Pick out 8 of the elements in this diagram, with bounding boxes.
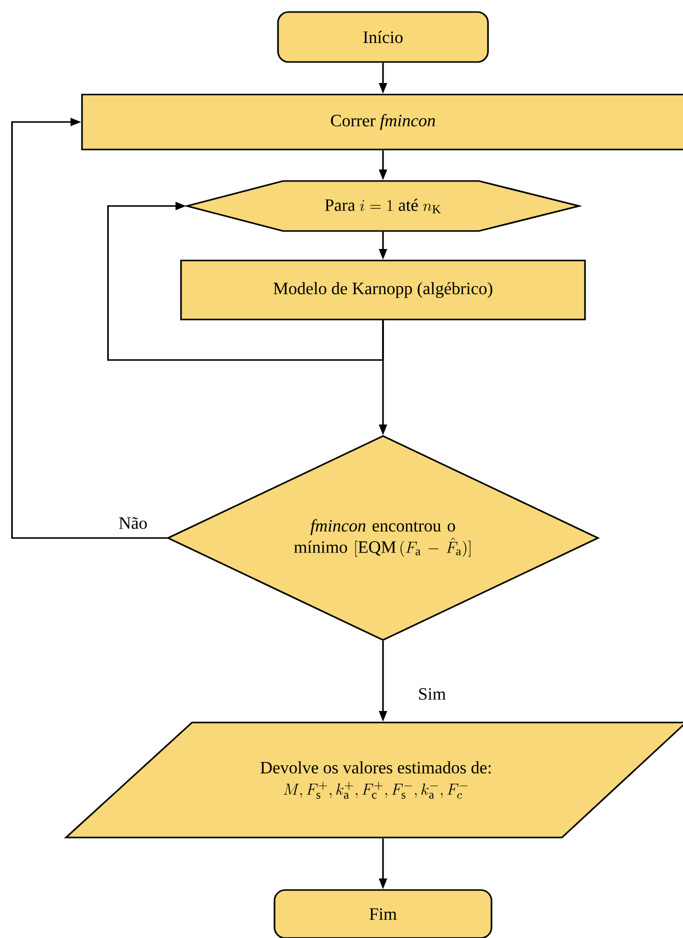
edge-label: Sim [416,686,448,702]
process-box: Modelo de Karnopp (algébrico) [180,260,586,320]
process-box: Correr fmincon [81,94,683,150]
start-box: Início [277,11,489,63]
arrow [107,202,384,361]
arrow [11,118,168,539]
end-box: Fim [274,889,492,938]
edge-label: Não [117,516,149,530]
